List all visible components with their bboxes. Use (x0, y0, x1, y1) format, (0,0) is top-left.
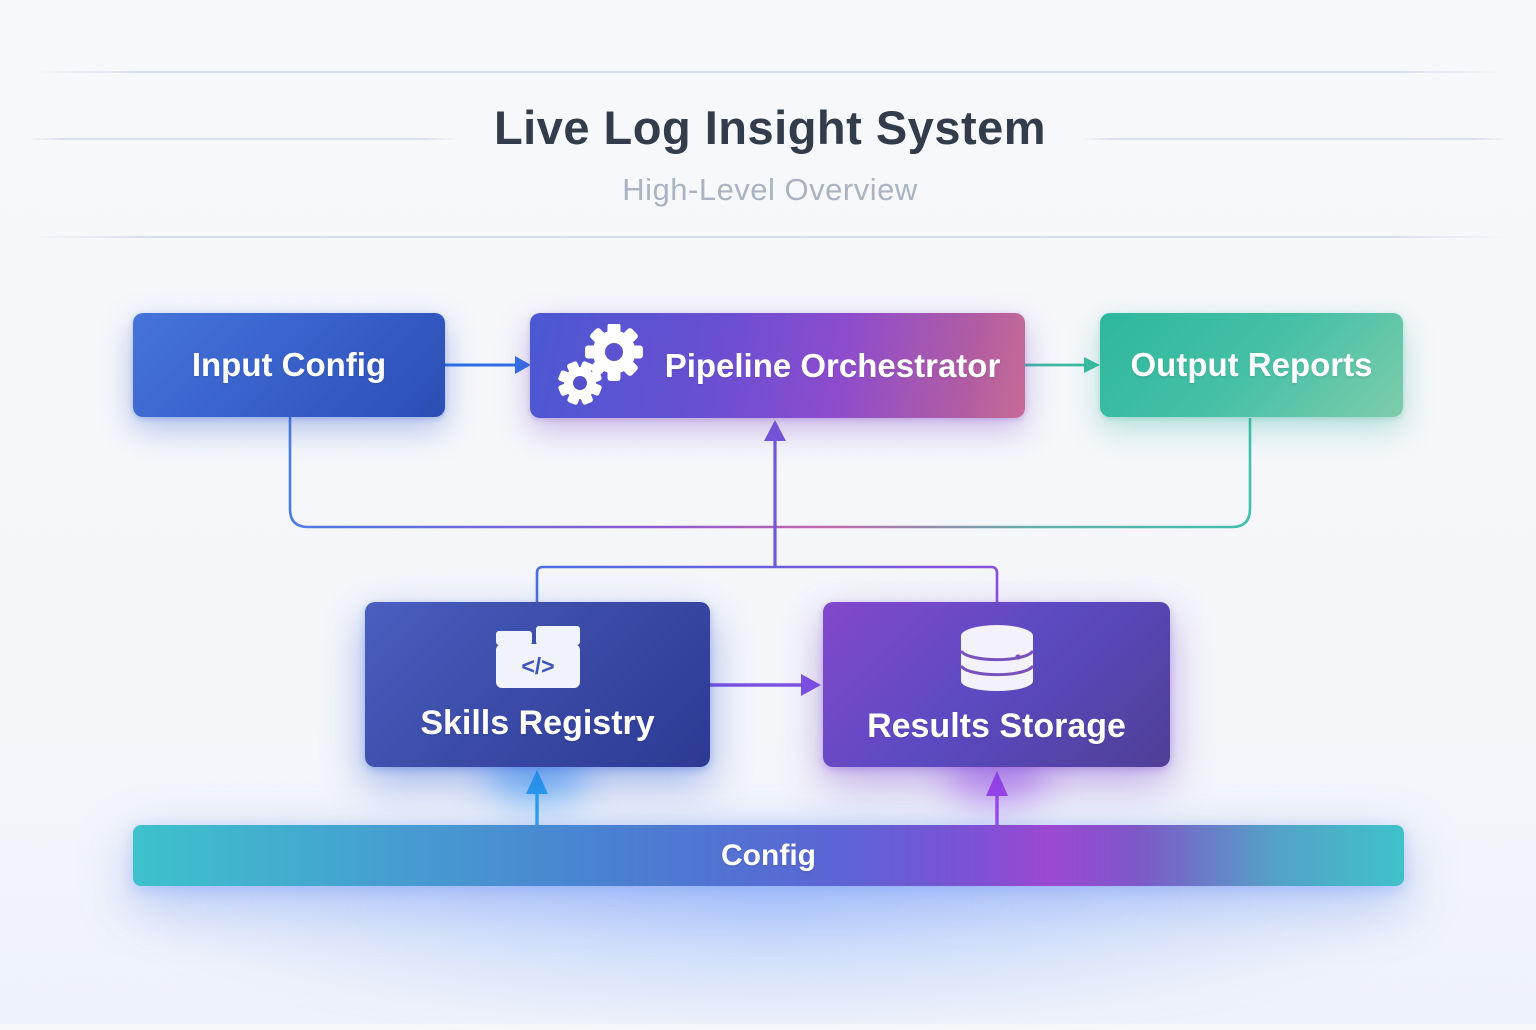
node-input-config: Input Config (133, 313, 445, 417)
edge-skills-results-bus (535, 565, 999, 603)
node-config-bar: Config (133, 825, 1404, 886)
edge-pipeline-to-output-arrow (1025, 357, 1100, 373)
title-flank-line-right (1082, 138, 1506, 140)
node-pipeline-orchestrator: Pipeline Orchestrator (530, 313, 1025, 418)
database-icon (957, 623, 1037, 695)
node-results-storage: Results Storage (823, 602, 1170, 767)
pipeline-orchestrator-label: Pipeline Orchestrator (664, 346, 1001, 384)
gears-icon (555, 323, 647, 408)
edge-skills-to-results-arrow (710, 674, 821, 696)
page-title: Live Log Insight System (493, 101, 1047, 154)
title-flank-line-left (30, 138, 457, 140)
divider-line-below-header (30, 236, 1506, 238)
divider-line-top (30, 71, 1506, 73)
skills-registry-label: Skills Registry (420, 704, 655, 742)
code-folder-icon: </> (495, 626, 580, 688)
code-glyph: </> (521, 653, 554, 679)
node-skills-registry: </> Skills Registry (365, 602, 710, 767)
edge-input-to-output-feedback (288, 417, 1252, 529)
edge-input-to-pipeline-arrow (445, 356, 531, 374)
page-subtitle: High-Level Overview (622, 172, 918, 207)
output-reports-label: Output Reports (1130, 346, 1373, 383)
edge-bus-to-pipeline-arrow (764, 420, 786, 567)
config-label: Config (721, 838, 816, 872)
node-output-reports: Output Reports (1100, 313, 1403, 417)
results-storage-label: Results Storage (867, 707, 1126, 745)
input-config-label: Input Config (191, 346, 387, 383)
